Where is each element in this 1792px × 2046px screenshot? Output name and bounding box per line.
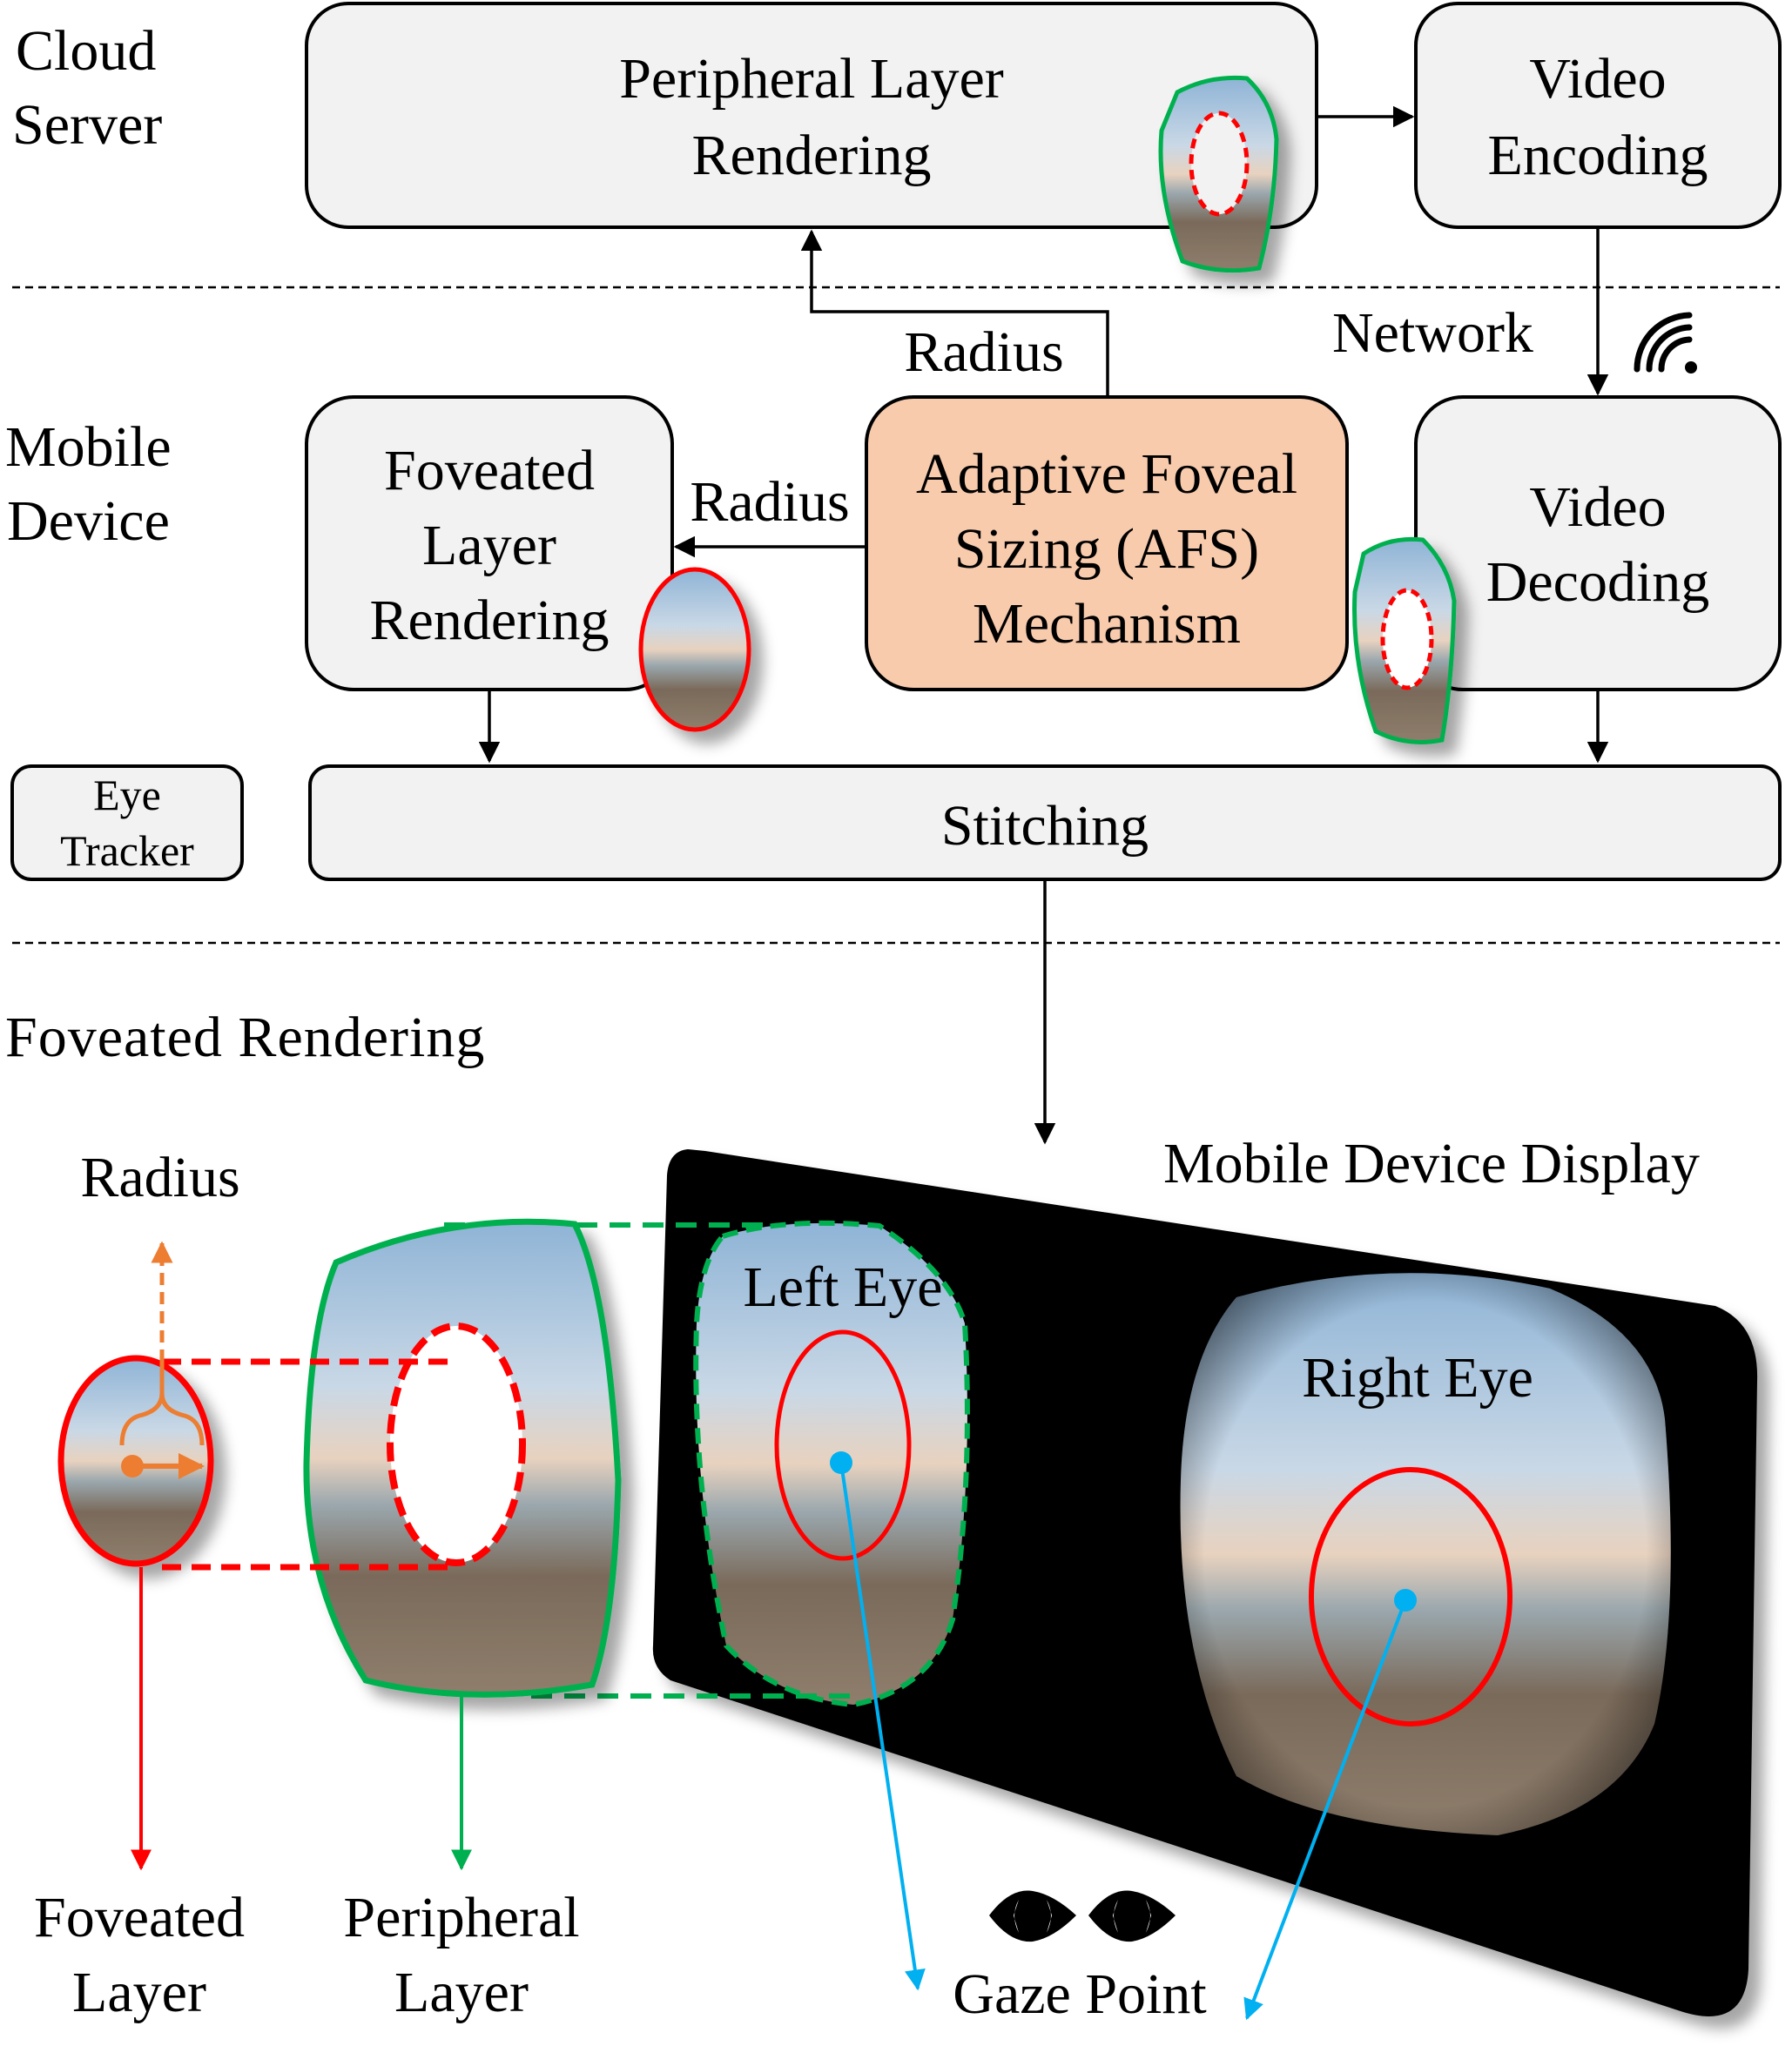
video-decoding-box[interactable]: Video Decoding — [1414, 395, 1782, 691]
eyes-icon — [989, 1890, 1176, 1942]
label-foveated-layer: Foveated Layer — [34, 1886, 245, 2024]
edge-label-radius-left: Radius — [690, 470, 849, 534]
box-label: Stitching — [941, 794, 1149, 858]
box-label-line: Peripheral Layer — [619, 47, 1004, 111]
peripheral-layer-rendering-box[interactable]: Peripheral Layer Rendering — [305, 2, 1318, 229]
right-eye-label: Right Eye — [1302, 1346, 1533, 1410]
radius-label: Radius — [80, 1146, 239, 1209]
section-label-line: Cloud — [16, 19, 156, 83]
eye-tracker-box[interactable]: Eye Tracker — [10, 764, 244, 881]
box-label-line: Eye — [93, 771, 161, 819]
peripheral-foveal-hole — [387, 1322, 526, 1566]
label-line: Peripheral — [343, 1886, 579, 1949]
right-eye-view: Right Eye — [1180, 1273, 1671, 1835]
box-label-line: Video — [1529, 475, 1666, 539]
section-label-mobile-device: Mobile Device — [5, 415, 172, 553]
box-label-line: Decoding — [1486, 550, 1710, 614]
label-line: Foveated — [34, 1886, 245, 1949]
arrow-right-gaze — [1243, 1599, 1407, 2021]
label-line: Layer — [394, 1961, 529, 2024]
foveal-hole-outline — [1380, 588, 1434, 690]
video-encoding-box[interactable]: Video Encoding — [1414, 2, 1782, 229]
foveated-layer-thumbnail — [638, 567, 751, 732]
edge-label-radius-up: Radius — [904, 320, 1063, 384]
box-label-line: Rendering — [370, 589, 610, 652]
stitching-box[interactable]: Stitching — [308, 764, 1782, 881]
box-label-line: Mechanism — [973, 592, 1241, 656]
display-title: Mobile Device Display — [1163, 1132, 1700, 1195]
box-label-line: Layer — [422, 514, 556, 577]
left-eye-label: Left Eye — [743, 1255, 942, 1319]
label-gaze-point: Gaze Point — [953, 1962, 1206, 2026]
section-label-line: Server — [12, 93, 162, 157]
box-label-line: Video — [1529, 47, 1666, 111]
section-label-cloud-server: Cloud Server — [12, 19, 162, 157]
label-line: Layer — [72, 1961, 206, 2024]
section-label-line: Mobile — [5, 415, 172, 479]
arrow-afs-to-peripheral — [800, 229, 1109, 397]
box-label-line: Encoding — [1488, 124, 1708, 187]
label-peripheral-layer: Peripheral Layer — [343, 1886, 579, 2024]
left-eye-view: Left Eye — [693, 1220, 970, 1708]
afs-mechanism-box[interactable]: Adaptive Foveal Sizing (AFS) Mechanism — [865, 395, 1349, 691]
box-label-line: Adaptive Foveal — [916, 442, 1297, 506]
left-foveal-region — [774, 1329, 912, 1561]
wifi-signal-icon — [1634, 312, 1697, 374]
section-label-foveated-rendering: Foveated Rendering — [5, 1006, 485, 1069]
right-foveal-region — [1309, 1467, 1512, 1726]
radius-indicator — [119, 1241, 205, 1479]
box-label-line: Foveated — [384, 439, 595, 502]
foveated-layer-rendering-box[interactable]: Foveated Layer Rendering — [305, 395, 674, 691]
box-label-line: Rendering — [692, 124, 932, 187]
box-label-line: Tracker — [60, 826, 194, 875]
foveal-hole-outline — [1189, 111, 1250, 217]
edge-label-network: Network — [1332, 301, 1533, 365]
arrow-left-gaze — [839, 1462, 926, 1991]
box-label-line: Sizing (AFS) — [954, 517, 1259, 581]
section-label-line: Device — [7, 489, 170, 553]
